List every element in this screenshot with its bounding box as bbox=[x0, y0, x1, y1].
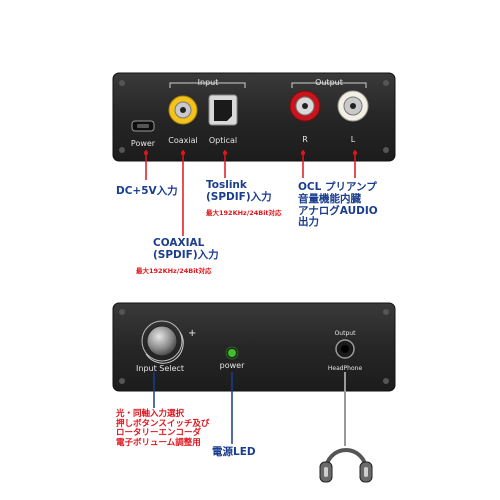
optical-port-icon bbox=[208, 94, 238, 126]
screw-icon bbox=[119, 378, 125, 384]
knob-function-callout: 光・同軸入力選択 押しボタンスイッチ及び ロータリーエンコーダ 電子ボリューム調… bbox=[116, 409, 210, 448]
rca-jack-icon bbox=[337, 90, 369, 122]
input-group-label: Input bbox=[198, 78, 219, 87]
screw-icon bbox=[383, 378, 389, 384]
power-led-label: power bbox=[220, 361, 245, 370]
headphones-icon bbox=[319, 372, 373, 483]
usb-port-icon bbox=[131, 120, 155, 132]
rca-jack-icon bbox=[289, 90, 321, 122]
knob-plus-label: + bbox=[188, 328, 196, 339]
rca-jack-icon bbox=[168, 95, 198, 125]
power-port-label: Power bbox=[131, 139, 156, 148]
headphone-jack-icon bbox=[335, 339, 355, 359]
leader-lines-bottom bbox=[153, 372, 233, 444]
top-device-panel: Input Output Power Coaxial Optica bbox=[112, 72, 396, 162]
screw-icon bbox=[119, 309, 125, 315]
coaxial-note: 最大192KHz/24Bit対応 bbox=[136, 267, 212, 275]
dc-power-callout: DC+5V入力 bbox=[116, 185, 178, 197]
left-port-label: L bbox=[351, 135, 356, 144]
leader-dots-top bbox=[144, 151, 357, 155]
screw-icon bbox=[119, 80, 125, 86]
toslink-subtitle: (SPDIF)入力 bbox=[206, 190, 272, 203]
toslink-title: Toslink bbox=[206, 179, 247, 191]
optical-port-label: Optical bbox=[209, 136, 237, 145]
screw-icon bbox=[119, 147, 125, 153]
toslink-callout: Toslink (SPDIF)入力 bbox=[206, 179, 272, 204]
screw-icon bbox=[383, 147, 389, 153]
bottom-device-panel: + Input Select power Output HeadPhone bbox=[112, 302, 396, 392]
output-group-label: Output bbox=[315, 78, 343, 87]
coaxial-title: COAXIAL bbox=[153, 237, 205, 249]
screw-icon bbox=[383, 309, 389, 315]
input-select-label: Input Select bbox=[136, 364, 184, 373]
ocl-output-callout: OCL プリアンプ 音量機能内臓 アナログAUDIO 出力 bbox=[298, 181, 378, 229]
screw-icon bbox=[383, 80, 389, 86]
led-icon bbox=[225, 346, 239, 360]
toslink-note: 最大192KHz/24Bit対応 bbox=[206, 209, 282, 217]
power-led-callout: 電源LED bbox=[212, 446, 256, 458]
coaxial-callout: COAXIAL (SPDIF)入力 bbox=[153, 237, 219, 262]
rotary-knob-icon bbox=[141, 320, 184, 364]
headphone-label: HeadPhone bbox=[328, 365, 363, 372]
right-port-label: R bbox=[302, 135, 308, 144]
coaxial-port-label: Coaxial bbox=[168, 136, 197, 145]
output-jack-label: Output bbox=[335, 330, 356, 337]
coaxial-subtitle: (SPDIF)入力 bbox=[153, 248, 219, 261]
